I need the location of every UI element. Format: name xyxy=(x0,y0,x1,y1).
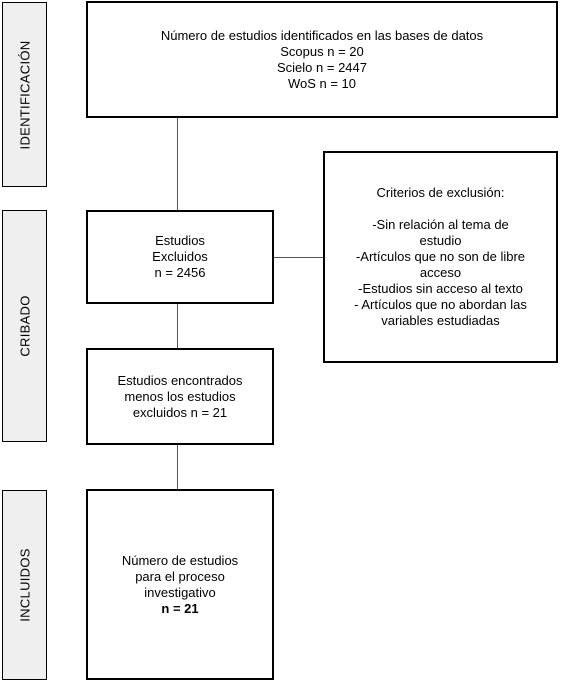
identified-wos: WoS n = 10 xyxy=(287,75,357,91)
included-box: Número de estudios para el proceso inves… xyxy=(86,489,274,680)
criteria-line2: estudio xyxy=(419,233,462,248)
criteria-title: Criterios de exclusión: xyxy=(376,185,505,200)
phase-cribado-label: CRIBADO xyxy=(17,295,32,357)
excluded-box: Estudios Excluidos n = 2456 xyxy=(86,210,274,304)
criteria-line7: variables estudiadas xyxy=(381,313,500,328)
identified-title: Número de estudios identificados en las … xyxy=(160,27,484,43)
criteria-box: Criterios de exclusión: -Sin relación al… xyxy=(323,151,558,363)
connector-found-included xyxy=(177,444,178,490)
phase-cribado: CRIBADO xyxy=(2,210,47,442)
criteria-line3: -Artículos que no son de libre xyxy=(355,249,526,264)
included-count: n = 21 xyxy=(161,600,199,616)
phase-identificacion: IDENTIFICACIÓN xyxy=(2,2,47,187)
phase-identificacion-label: IDENTIFICACIÓN xyxy=(17,40,32,149)
included-line1: Número de estudios xyxy=(121,552,239,568)
criteria-line5: -Estudios sin acceso al texto xyxy=(358,281,523,296)
found-line2: menos los estudios xyxy=(124,388,236,404)
connector-excluded-criteria xyxy=(273,257,324,258)
excluded-count: n = 2456 xyxy=(154,265,206,280)
criteria-line6: - Artículos que no abordan las xyxy=(354,297,527,312)
found-line1: Estudios encontrados xyxy=(117,372,243,388)
identified-box: Número de estudios identificados en las … xyxy=(86,1,558,118)
phase-incluidos-label: INCLUIDOS xyxy=(17,548,32,622)
identified-scopus: Scopus n = 20 xyxy=(280,43,364,59)
connector-excluded-found xyxy=(177,303,178,349)
excluded-line2: Excluidos xyxy=(152,249,208,264)
phase-incluidos: INCLUIDOS xyxy=(2,490,47,680)
criteria-line1: -Sin relación al tema de xyxy=(372,217,509,232)
identified-scielo: Scielo n = 2447 xyxy=(277,59,367,75)
criteria-line4: acceso xyxy=(419,265,462,280)
found-line3: excluidos n = 21 xyxy=(132,404,228,420)
found-box: Estudios encontrados menos los estudios … xyxy=(86,348,274,445)
included-line3: investigativo xyxy=(144,584,216,600)
included-line2: para el proceso xyxy=(135,568,225,584)
excluded-line1: Estudios xyxy=(155,233,205,248)
connector-identified-excluded xyxy=(177,117,178,211)
